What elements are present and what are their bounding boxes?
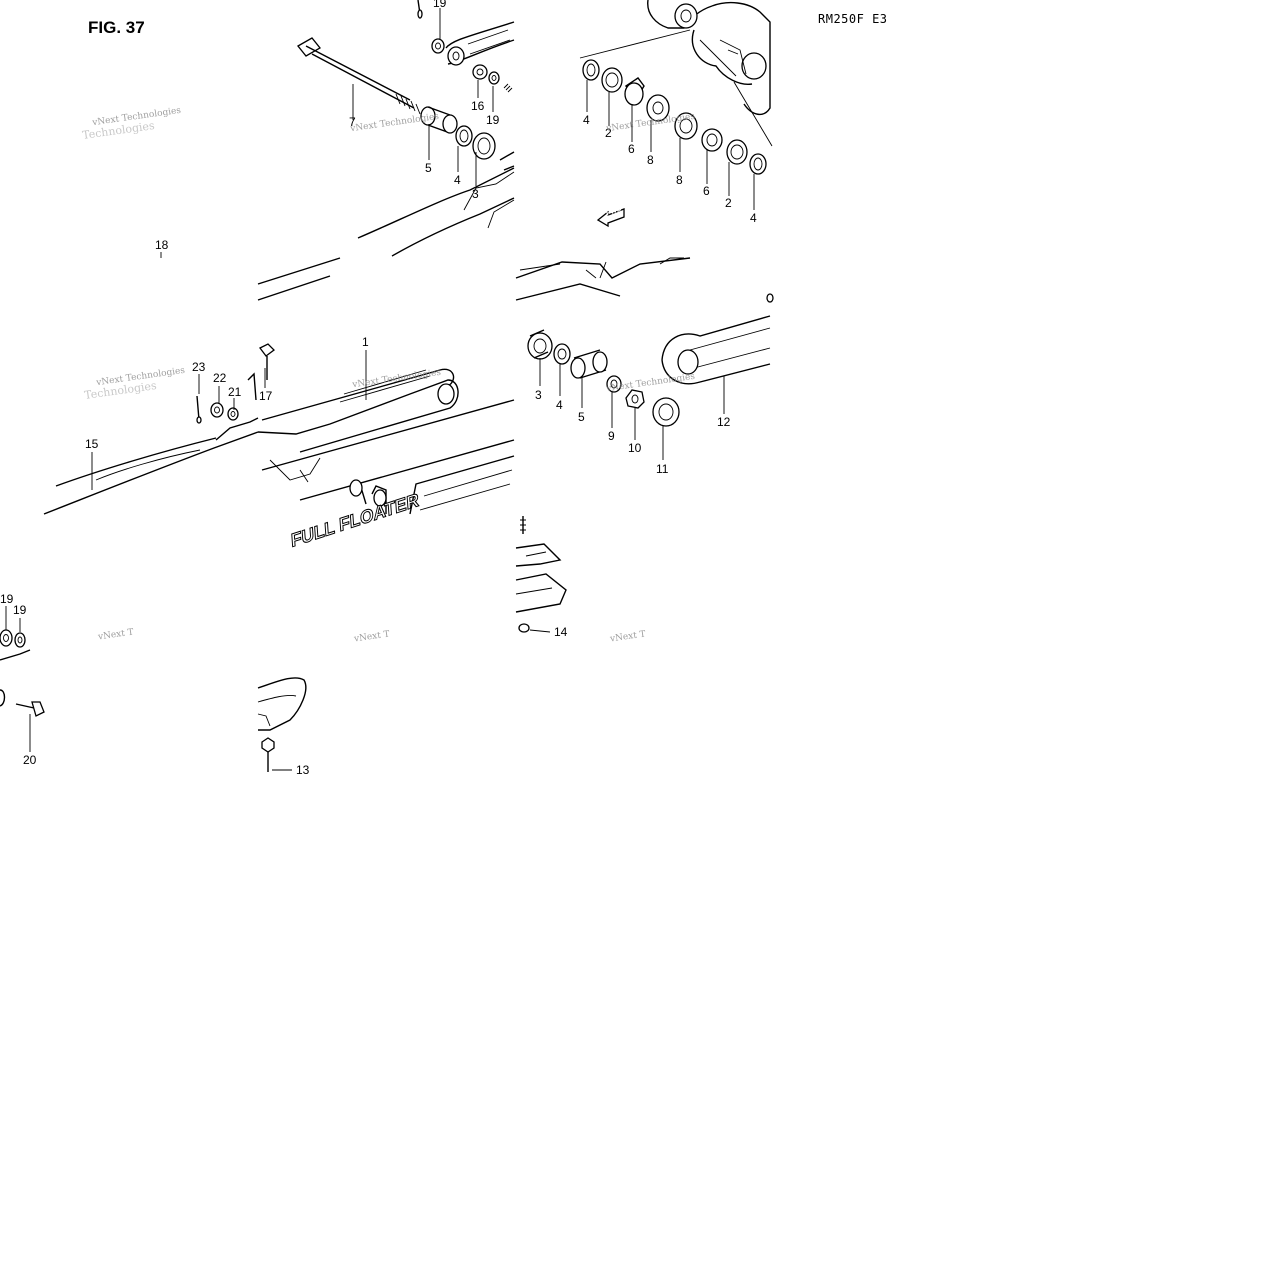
callout-19: 19	[13, 603, 27, 617]
swingarm-front-top	[357, 151, 515, 257]
spacer-5-mid	[570, 349, 608, 379]
bearing-3-top	[472, 132, 496, 160]
figure-title: FIG. 37	[88, 18, 145, 37]
callout-3: 3	[535, 388, 542, 402]
cotter-pin-23	[196, 395, 202, 424]
callout-18: 18	[155, 238, 169, 252]
callout-10: 10	[628, 441, 642, 455]
bolt-20	[15, 701, 45, 717]
callout-6: 6	[703, 184, 710, 198]
callout-4: 4	[750, 211, 757, 225]
frame-bracket	[579, 0, 773, 147]
bearing-8-right	[674, 112, 698, 140]
swingarm-1	[257, 257, 515, 515]
callout-4: 4	[556, 398, 563, 412]
spacer-5-top	[420, 106, 458, 134]
chain-guide-14	[515, 516, 567, 633]
callout-4: 4	[454, 173, 461, 187]
washer-19-top	[431, 38, 445, 54]
bearing-3-mid	[527, 329, 553, 360]
callout-2: 2	[605, 126, 612, 140]
callout-15: 15	[85, 437, 99, 451]
callout-21: 21	[228, 385, 242, 399]
spacer-6-left	[624, 77, 645, 106]
callout-13: 13	[296, 763, 310, 777]
callout-8: 8	[647, 153, 654, 167]
callout-2: 2	[725, 196, 732, 210]
callout-17: 17	[259, 389, 273, 403]
spacer-6-right	[701, 128, 723, 152]
callout-14: 14	[554, 625, 568, 639]
callout-8: 8	[676, 173, 683, 187]
nut-22	[210, 402, 224, 418]
washer-19-right	[488, 71, 500, 85]
callout-3: 3	[472, 187, 479, 201]
callout-23: 23	[192, 360, 206, 374]
washer-19-bottom-left	[0, 629, 13, 647]
chain-buffer-15	[43, 372, 259, 515]
washer-21	[227, 407, 239, 421]
callout-5: 5	[425, 161, 432, 175]
oil-seal-4-left	[582, 59, 600, 81]
callout-12: 12	[717, 415, 731, 429]
pivot-bolt-7	[297, 37, 421, 115]
swingarm-right-top	[515, 257, 691, 301]
bolt-17	[259, 343, 275, 380]
callout-22: 22	[213, 371, 227, 385]
callout-6: 6	[628, 142, 635, 156]
cushion-rod-end	[445, 21, 515, 66]
washer-9	[606, 375, 622, 393]
bearing-2-right	[726, 139, 748, 165]
oil-seal-4-right	[749, 153, 767, 175]
callout-20: 20	[23, 753, 37, 767]
chain-slider-13	[257, 677, 307, 772]
callout-11: 11	[656, 462, 669, 476]
model-code: RM250F E3	[818, 12, 888, 26]
cotter-pin-top	[417, 0, 423, 19]
oil-seal-4-mid	[553, 343, 571, 365]
nut-16	[472, 64, 488, 80]
callout-19: 19	[433, 0, 447, 10]
callout-9: 9	[608, 429, 615, 443]
washer-19-bottom-right	[14, 632, 26, 648]
callout-19: 19	[0, 592, 14, 606]
fwd-arrow-icon	[596, 208, 625, 228]
bearing-2-left	[601, 67, 623, 93]
washer-8-left	[646, 94, 670, 122]
callout-16: 16	[471, 99, 485, 113]
callout-7: 7	[349, 115, 356, 129]
oil-seal-4-top	[455, 125, 473, 147]
cushion-lever-12	[661, 293, 774, 385]
callout-4: 4	[583, 113, 590, 127]
callout-1: 1	[362, 335, 369, 349]
nut-10	[625, 389, 645, 409]
leader-lines	[5, 8, 755, 771]
callout-19: 19	[486, 113, 500, 127]
adjuster-nut-11	[652, 397, 680, 427]
callout-5: 5	[578, 410, 585, 424]
